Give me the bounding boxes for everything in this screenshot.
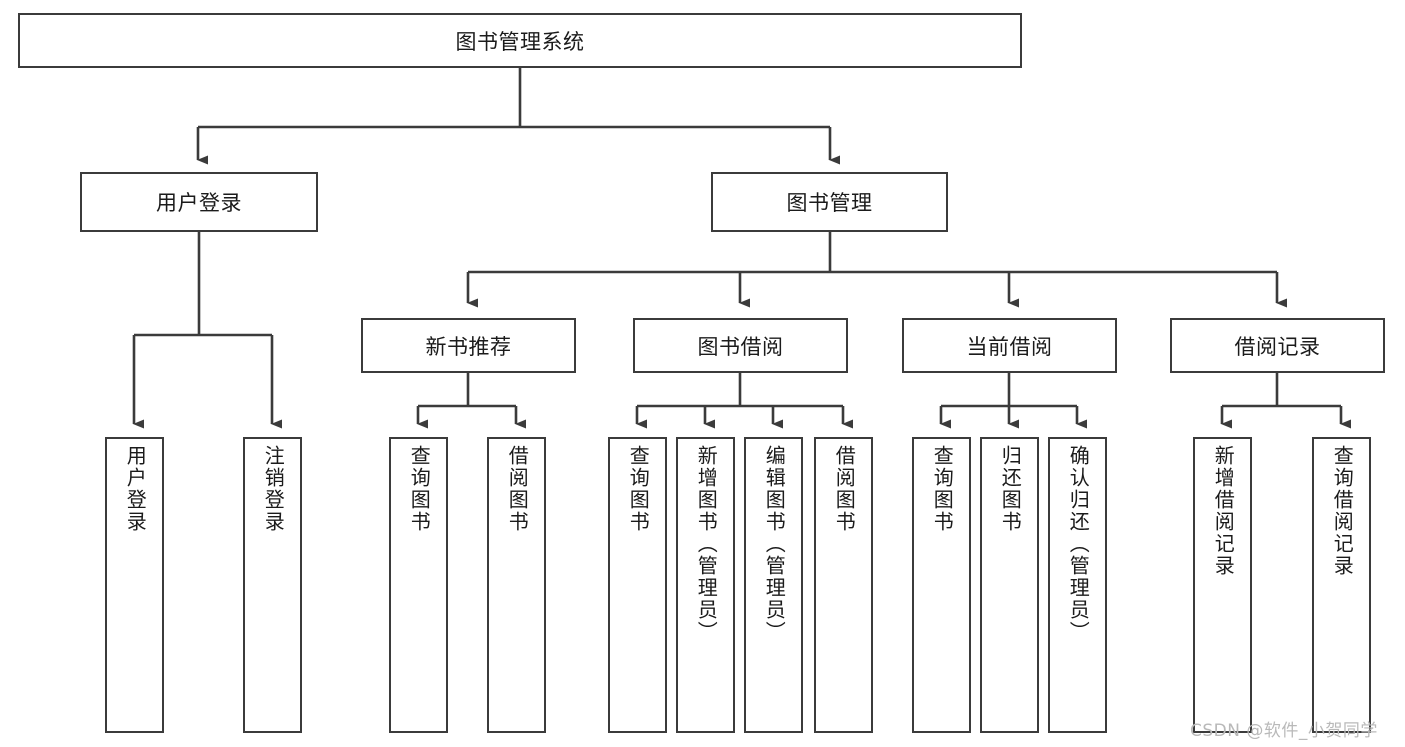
- leaf-query-book-3[interactable]: 查询图书: [912, 437, 971, 733]
- leaf-user-login-label: 用户登录: [123, 445, 148, 533]
- leaf-query-book-1[interactable]: 查询图书: [389, 437, 448, 733]
- node-borrow-record[interactable]: 借阅记录: [1170, 318, 1385, 373]
- node-book-borrow[interactable]: 图书借阅: [633, 318, 848, 373]
- leaf-query-book-2[interactable]: 查询图书: [608, 437, 667, 733]
- leaf-confirm-return-label: 确认归还（管理员）: [1066, 445, 1091, 643]
- node-book-borrow-label: 图书借阅: [697, 334, 784, 359]
- leaf-return-book-label: 归还图书: [998, 445, 1023, 533]
- leaf-add-book[interactable]: 新增图书（管理员）: [676, 437, 735, 733]
- leaf-borrow-book-2-label: 借阅图书: [832, 445, 857, 533]
- node-new-book-recommend[interactable]: 新书推荐: [361, 318, 576, 373]
- node-current-borrow-label: 当前借阅: [966, 334, 1053, 359]
- node-user-login[interactable]: 用户登录: [80, 172, 318, 232]
- leaf-query-book-2-label: 查询图书: [626, 445, 651, 533]
- node-root[interactable]: 图书管理系统: [18, 13, 1022, 68]
- node-current-borrow[interactable]: 当前借阅: [902, 318, 1117, 373]
- leaf-add-record[interactable]: 新增借阅记录: [1193, 437, 1252, 733]
- leaf-query-book-3-label: 查询图书: [930, 445, 955, 533]
- node-borrow-record-label: 借阅记录: [1234, 334, 1321, 359]
- node-root-label: 图书管理系统: [455, 29, 585, 54]
- node-user-login-label: 用户登录: [156, 191, 242, 215]
- leaf-query-record[interactable]: 查询借阅记录: [1312, 437, 1371, 733]
- node-new-book-recommend-label: 新书推荐: [425, 334, 512, 359]
- leaf-logout-label: 注销登录: [261, 445, 286, 533]
- leaf-borrow-book-1[interactable]: 借阅图书: [487, 437, 546, 733]
- leaf-logout[interactable]: 注销登录: [243, 437, 302, 733]
- leaf-add-book-label: 新增图书（管理员）: [694, 445, 719, 643]
- node-book-manage[interactable]: 图书管理: [711, 172, 948, 232]
- leaf-borrow-book-2[interactable]: 借阅图书: [814, 437, 873, 733]
- node-book-manage-label: 图书管理: [786, 191, 873, 215]
- leaf-confirm-return[interactable]: 确认归还（管理员）: [1048, 437, 1107, 733]
- leaf-query-record-label: 查询借阅记录: [1330, 445, 1355, 577]
- leaf-borrow-book-1-label: 借阅图书: [505, 445, 530, 533]
- leaf-add-record-label: 新增借阅记录: [1211, 445, 1236, 577]
- leaf-user-login[interactable]: 用户登录: [105, 437, 164, 733]
- leaf-edit-book-label: 编辑图书（管理员）: [762, 445, 787, 643]
- leaf-query-book-1-label: 查询图书: [407, 445, 432, 533]
- leaf-return-book[interactable]: 归还图书: [980, 437, 1039, 733]
- leaf-edit-book[interactable]: 编辑图书（管理员）: [744, 437, 803, 733]
- watermark: CSDN @软件_小贺同学: [1190, 721, 1378, 741]
